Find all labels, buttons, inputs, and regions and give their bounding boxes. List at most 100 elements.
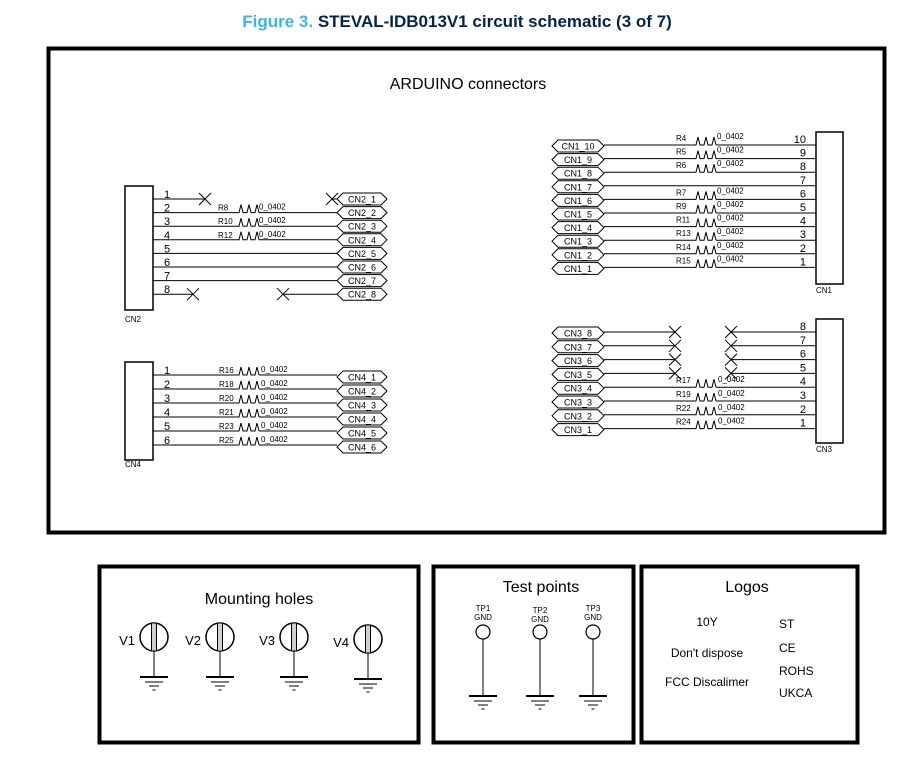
pin-number: 7 <box>164 271 170 283</box>
net-label-text: CN1_4 <box>564 223 592 233</box>
resistor-value: 0_0402 <box>717 146 744 155</box>
net-label-text: CN2_8 <box>348 290 376 300</box>
pin-number: 5 <box>164 421 170 433</box>
net-label-shape <box>551 395 605 409</box>
net-label-shape <box>551 193 605 207</box>
pin-number: 5 <box>164 243 170 255</box>
pin-number: 1 <box>164 189 170 201</box>
resistor-ref: R22 <box>676 404 691 413</box>
net-label: CN3_2 <box>551 409 605 423</box>
mounting-hole: V2 <box>185 622 235 691</box>
resistor-ref: R11 <box>676 216 691 225</box>
resistor-value: 0_0402 <box>717 241 744 250</box>
pin-number: 3 <box>800 229 806 241</box>
net-label-shape <box>551 326 605 340</box>
resistor-value: 0_0402 <box>261 407 288 416</box>
net-label: CN3_5 <box>551 367 605 381</box>
resistor-icon <box>692 379 717 388</box>
no-connect-x-icon <box>668 367 682 380</box>
net-label-text: CN3_1 <box>564 425 592 435</box>
net-label: CN1_5 <box>551 207 605 221</box>
x-stroke <box>668 353 682 366</box>
logo-item-right: CE <box>779 641 796 655</box>
net-label-shape <box>336 274 388 288</box>
net-label: CN4_2 <box>336 384 388 398</box>
resistor-icon <box>692 232 717 241</box>
pin-number: 2 <box>800 404 806 416</box>
mounting-holes-frame <box>97 564 421 745</box>
connector-ref-label: CN2 <box>125 315 142 324</box>
net-label: CN4_5 <box>336 426 388 440</box>
x-stroke <box>668 367 682 380</box>
pin-number: 3 <box>164 393 170 405</box>
net-label-text: CN4_2 <box>348 387 376 397</box>
resistor-value: 0_0402 <box>717 186 744 195</box>
net-label-shape <box>336 384 388 398</box>
pin-number: 10 <box>794 134 806 146</box>
mounting-hole-slot <box>217 622 223 652</box>
net-label: CN4_1 <box>336 370 388 384</box>
pin-row: 7 CN2_7 <box>153 271 388 288</box>
mounting-holes-title: Mounting holes <box>205 591 314 608</box>
resistor-value: 0_0402 <box>718 417 745 426</box>
resistor-ref: R23 <box>219 422 234 431</box>
net-label-text: CN2_1 <box>348 195 376 205</box>
connector-body <box>124 361 154 461</box>
test-point-icon <box>585 624 601 640</box>
resistor-icon <box>235 380 260 390</box>
resistor-value: 0_0402 <box>259 216 286 225</box>
net-label-text: CN4_3 <box>348 401 376 411</box>
net-label-text: CN1_8 <box>564 169 592 179</box>
resistor-value: 0_0402 <box>718 389 745 398</box>
pin-number: 1 <box>800 418 806 430</box>
resistor-ref: R15 <box>676 256 691 265</box>
net-label-shape <box>336 206 388 220</box>
logos-title: Logos <box>725 579 769 596</box>
net-label-shape <box>551 340 605 354</box>
net-label: CN1_10 <box>551 139 605 153</box>
test-point-icon <box>475 624 491 640</box>
resistor-ref: R21 <box>219 408 234 417</box>
test-point-icon <box>532 624 548 640</box>
resistor-icon <box>235 231 260 241</box>
net-label: CN3_3 <box>551 395 605 409</box>
pin-number: 5 <box>800 202 806 214</box>
no-connect-x-icon <box>668 339 682 353</box>
mounting-hole-label: V2 <box>185 633 201 648</box>
resistor-icon <box>235 366 260 376</box>
pin-number: 6 <box>800 349 806 361</box>
resistor-ref: R12 <box>218 231 233 240</box>
test-points-title: Test points <box>503 579 579 596</box>
net-label-text: CN3_6 <box>564 356 592 366</box>
ground-icon <box>206 676 234 691</box>
resistor-icon <box>692 136 717 146</box>
net-label: CN1_9 <box>551 153 605 167</box>
net-label: CN2_2 <box>336 206 388 220</box>
net-label-text: CN2_7 <box>348 276 376 286</box>
connector-body <box>124 185 154 311</box>
resistor-value: 0_0402 <box>717 132 744 141</box>
resistor-ref: R24 <box>676 418 691 427</box>
x-stroke <box>668 339 682 353</box>
ground-icon <box>140 676 168 691</box>
mounting-hole-slot <box>151 622 157 652</box>
logo-item-left: FCC Discalimer <box>665 675 749 689</box>
resistor-value: 0_0402 <box>717 200 744 209</box>
